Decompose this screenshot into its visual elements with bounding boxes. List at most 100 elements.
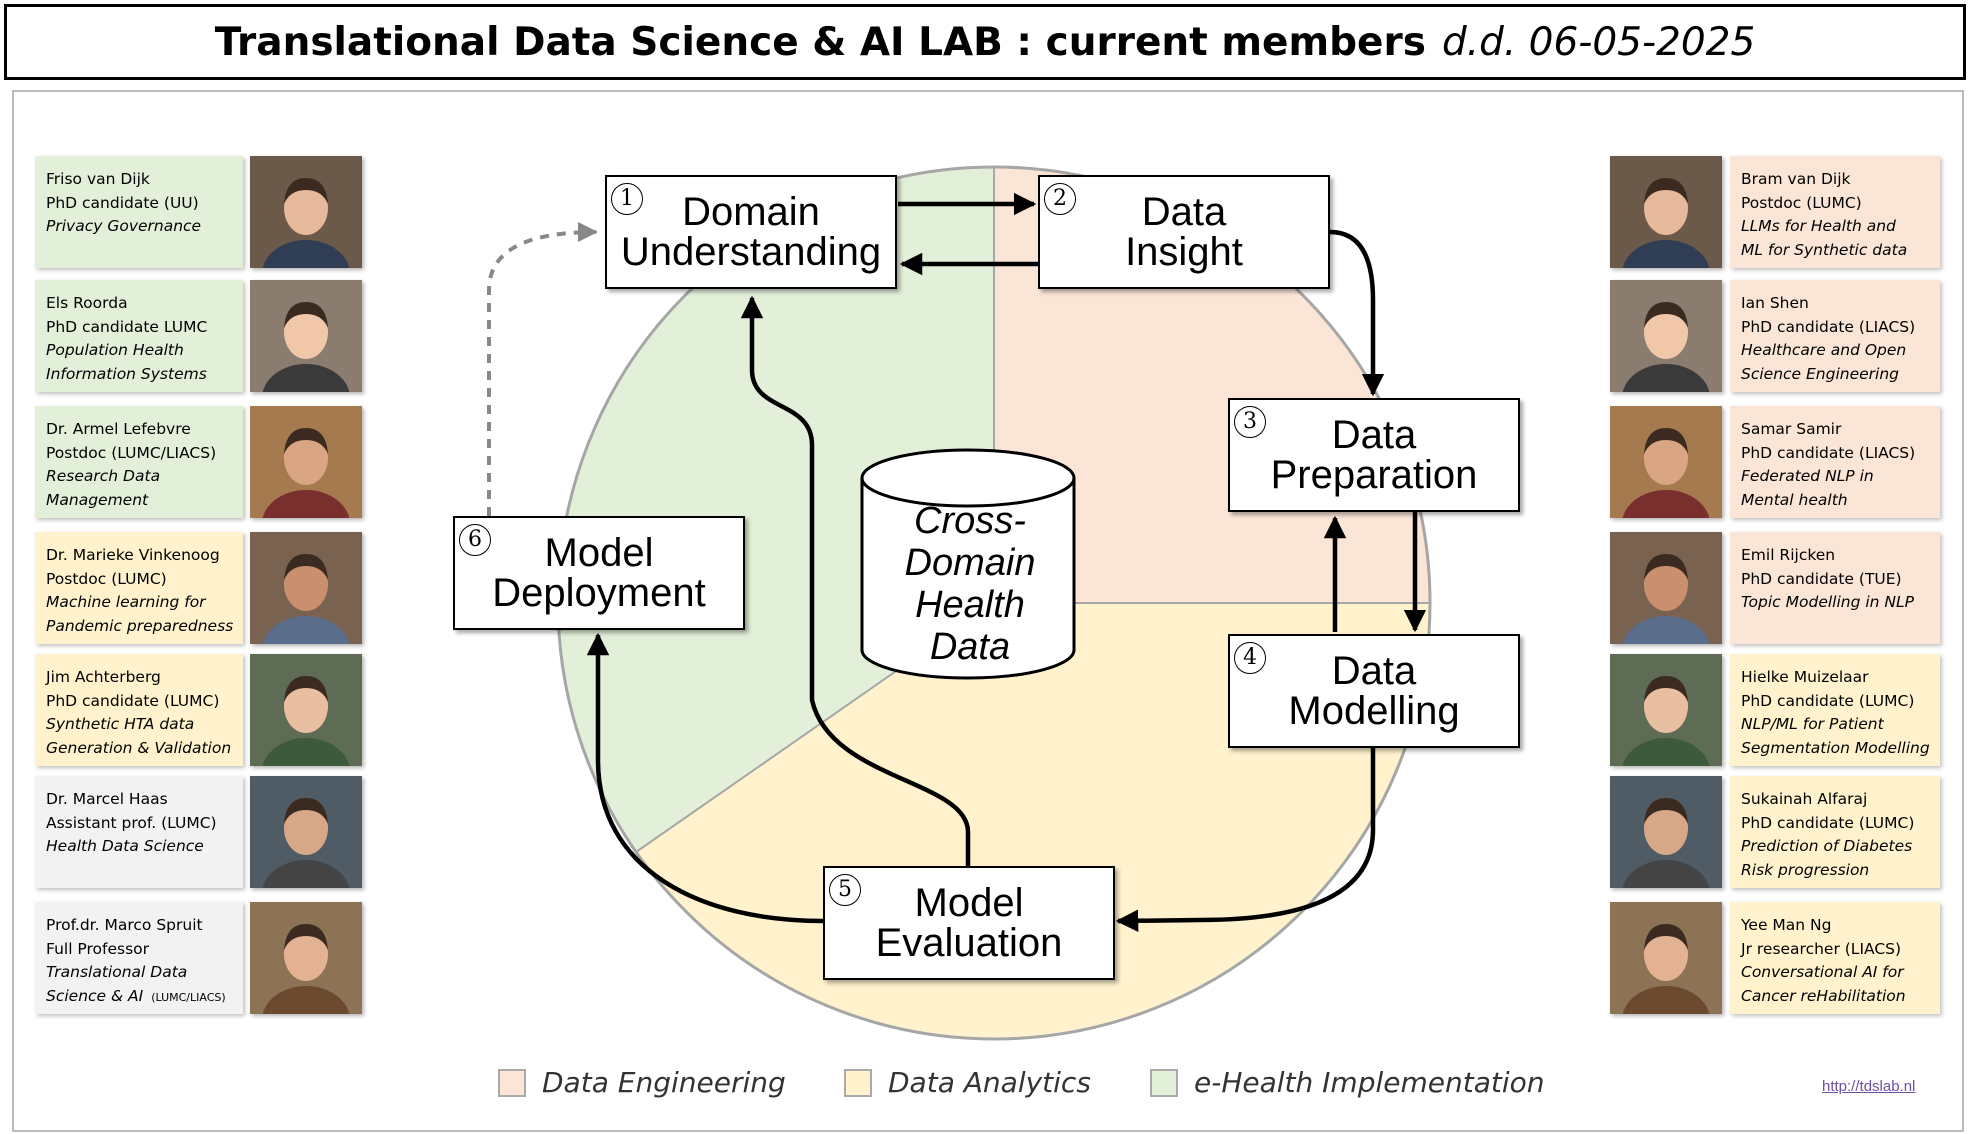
content-frame (12, 90, 1964, 1132)
step-domain-understanding: 1 Domain Understanding (605, 175, 897, 289)
member-photo-avatar (1610, 776, 1722, 888)
step-label: Data Preparation (1270, 413, 1478, 497)
arrow-4-to-5 (1115, 748, 1376, 933)
member-topic-text: ML for Synthetic data (1741, 240, 1908, 259)
member-topic: Science Engineering (1741, 363, 1932, 387)
member-topic-text: Science Engineering (1741, 364, 1900, 383)
member-role: PhD candidate LUMC (46, 317, 208, 336)
person-silhouette-icon (250, 776, 362, 888)
page-title: Translational Data Science & AI LAB : cu… (214, 19, 1426, 65)
step-number-3: 3 (1234, 406, 1266, 438)
member-name: Samar Samir (1741, 420, 1842, 438)
member-role: Assistant prof. (LUMC) (46, 813, 217, 832)
person-silhouette-icon (1610, 280, 1722, 392)
member-topic: Machine learning for (46, 591, 235, 615)
member-name: Dr. Marcel Haas (46, 790, 168, 808)
arrow-2-to-3 (1329, 229, 1385, 397)
member-topic: Information Systems (46, 363, 235, 387)
pie-sector-ehealth (557, 167, 994, 852)
member-topic: Management (46, 489, 235, 513)
member-name: Dr. Armel Lefebvre (46, 420, 191, 438)
member-role: PhD candidate (LUMC) (46, 691, 220, 710)
member-topic-text: Machine learning for (46, 593, 206, 611)
member-topic: Population Health (46, 339, 235, 363)
legend-item-data-engineering: Data Engineering (498, 1066, 786, 1099)
person-silhouette-icon (250, 280, 362, 392)
database-cylinder-icon (860, 448, 1076, 680)
member-topic-text: Cancer reHabilitation (1741, 986, 1906, 1005)
member-topic: NLP/ML for Patient (1741, 713, 1932, 737)
legend-item-data-analytics: Data Analytics (844, 1066, 1091, 1099)
person-silhouette-icon (1610, 902, 1722, 1014)
arrow-5-to-1 (740, 295, 971, 867)
person-silhouette-icon (250, 406, 362, 518)
step-model-evaluation: 5 Model Evaluation (823, 866, 1115, 980)
lab-website-link[interactable]: http://tdslab.nl (1822, 1078, 1916, 1095)
member-photo-avatar (1610, 156, 1722, 268)
member-topic: Federated NLP in (1741, 465, 1932, 489)
step-data-insight: 2 Data Insight (1038, 175, 1330, 289)
member-role: Postdoc (LUMC/LIACS) (46, 443, 217, 462)
member-role: Postdoc (LUMC) (1741, 193, 1862, 212)
member-topic: Prediction of Diabetes (1741, 835, 1932, 859)
person-silhouette-icon (1610, 776, 1722, 888)
member-name: Sukainah Alfaraj (1741, 790, 1868, 808)
member-name: Prof.dr. Marco Spruit (46, 916, 203, 934)
member-photo-avatar (1610, 406, 1722, 518)
member-topic: Translational Data (46, 961, 235, 985)
step-number-5: 5 (829, 874, 861, 906)
member-role: PhD candidate (TUE) (1741, 569, 1902, 588)
member-topic: Mental health (1741, 489, 1932, 513)
legend-swatch (1150, 1068, 1178, 1097)
member-role: PhD candidate (UU) (46, 193, 199, 212)
member-topic-text: Health Data Science (46, 837, 204, 855)
member-topic: Risk progression (1741, 859, 1932, 883)
step-number-6: 6 (459, 524, 491, 556)
title-bar: Translational Data Science & AI LAB : cu… (4, 4, 1966, 80)
member-topic-text: Segmentation Modelling (1741, 738, 1930, 757)
member-topic-text: Healthcare and Open (1741, 341, 1907, 359)
member-name: Yee Man Ng (1741, 916, 1832, 934)
step-data-modelling: 4 Data Modelling (1228, 634, 1520, 748)
step-label: Model Evaluation (875, 881, 1063, 965)
member-topic-text: Conversational AI for (1741, 963, 1904, 981)
member-topic-text: LLMs for Health and (1741, 217, 1896, 235)
member-photo-avatar (1610, 902, 1722, 1014)
member-topic-text: Prediction of Diabetes (1741, 837, 1913, 855)
step-number-4: 4 (1234, 642, 1266, 674)
member-topic: Conversational AI for (1741, 961, 1932, 985)
person-silhouette-icon (250, 902, 362, 1014)
member-name: Els Roorda (46, 294, 128, 312)
person-silhouette-icon (1610, 406, 1722, 518)
legend-item-ehealth-implementation: e-Health Implementation (1150, 1066, 1545, 1099)
person-silhouette-icon (250, 156, 362, 268)
member-name: Bram van Dijk (1741, 170, 1851, 188)
member-topic-text: Pandemic preparedness (46, 616, 234, 635)
member-name: Jim Achterberg (46, 668, 161, 686)
member-topic: Generation & Validation (46, 737, 235, 761)
member-topic: Segmentation Modelling (1741, 737, 1932, 761)
member-role: PhD candidate (LUMC) (1741, 691, 1915, 710)
member-name: Emil Rijcken (1741, 546, 1836, 564)
legend-label: Data Analytics (888, 1066, 1091, 1099)
person-silhouette-icon (1610, 654, 1722, 766)
member-topic: Healthcare and Open (1741, 339, 1932, 363)
member-topic-text: Federated NLP in (1741, 467, 1874, 485)
step-label: Domain Understanding (620, 190, 882, 274)
member-topic-text: Generation & Validation (46, 738, 232, 757)
member-photo-avatar (1610, 654, 1722, 766)
member-photo-avatar (250, 532, 362, 644)
member-name: Hielke Muizelaar (1741, 668, 1869, 686)
member-topic-text: Privacy Governance (46, 217, 202, 235)
legend-swatch (498, 1068, 526, 1097)
member-name: Friso van Dijk (46, 170, 150, 188)
member-role: PhD candidate (LIACS) (1741, 317, 1916, 336)
member-photo-avatar (250, 156, 362, 268)
member-topic: Science & AI(LUMC/LIACS) (46, 985, 235, 1010)
